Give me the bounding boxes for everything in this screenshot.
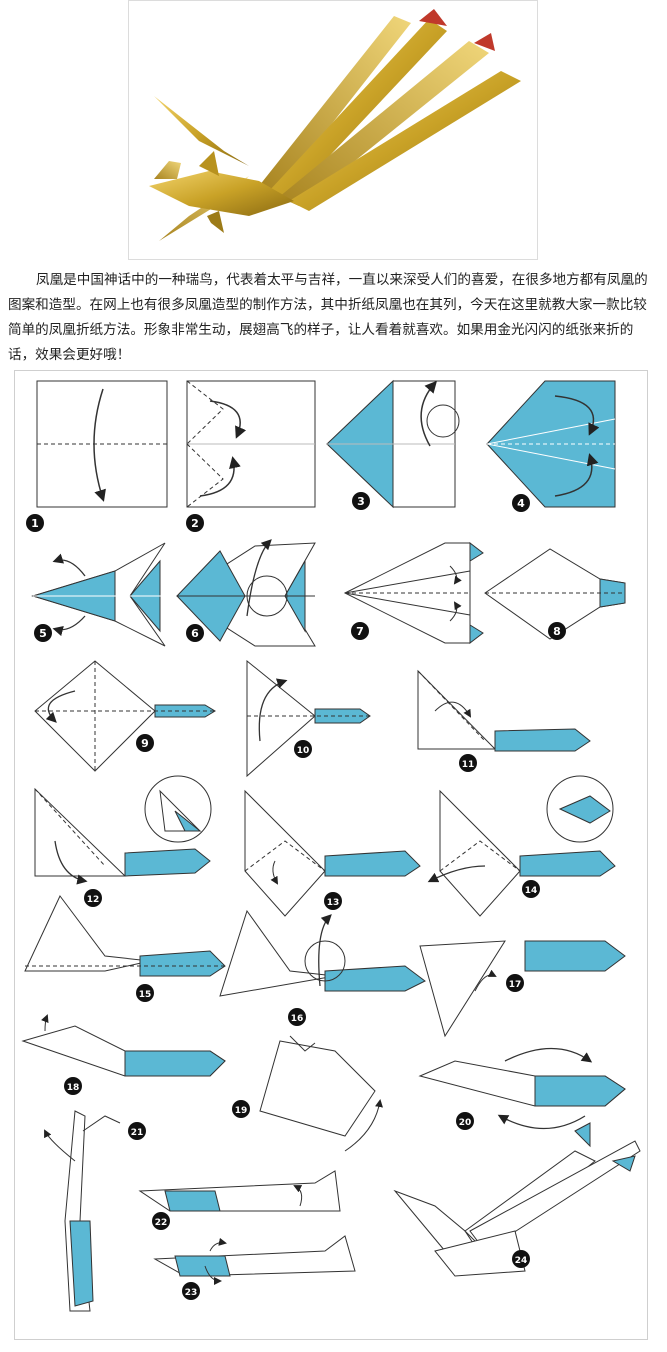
step-number-9: 9 (141, 737, 149, 750)
step-9-figure (34, 660, 216, 772)
step-24-figure (393, 1122, 641, 1277)
step-21-figure (44, 1110, 121, 1312)
step-badge (128, 1122, 146, 1140)
hero-photo (128, 0, 538, 260)
step-number-19: 19 (235, 1106, 248, 1116)
step-badge (26, 514, 44, 532)
step-number-24: 24 (515, 1256, 528, 1266)
step-number-23: 23 (185, 1288, 198, 1298)
step-number-22: 22 (155, 1218, 168, 1228)
step-number-3: 3 (357, 495, 365, 508)
step-badge (324, 892, 342, 910)
step-badge (182, 1282, 200, 1300)
step-badge (136, 984, 154, 1002)
step-number-10: 10 (297, 746, 310, 756)
step-badge (352, 492, 370, 510)
step-number-15: 15 (139, 990, 152, 1000)
step-number-14: 14 (525, 886, 538, 896)
step-12-figure (34, 775, 212, 885)
step-4-figure (486, 380, 616, 508)
step-badge (232, 1100, 250, 1118)
step-19-figure (259, 1035, 383, 1152)
step-16-figure (219, 909, 426, 997)
step-6-figure (176, 539, 316, 647)
step-7-figure (343, 541, 484, 645)
step-number-6: 6 (191, 627, 199, 640)
step-18-figure (21, 1014, 226, 1077)
step-10-figure (246, 659, 371, 778)
step-20-figure (418, 1047, 626, 1130)
step-5-figure (31, 542, 166, 647)
step-3-figure (326, 379, 460, 509)
step-badge (512, 494, 530, 512)
step-number-8: 8 (553, 625, 561, 638)
step-22-figure (138, 1170, 341, 1212)
step-badge (186, 624, 204, 642)
step-badge (152, 1212, 170, 1230)
step-badge (548, 622, 566, 640)
intro-paragraph: 凤凰是中国神话中的一种瑞鸟，代表着太平与吉祥，一直以来深受人们的喜爱，在很多地方… (8, 272, 648, 363)
step-number-11: 11 (462, 760, 475, 770)
step-badge (294, 740, 312, 758)
step-badge (64, 1077, 82, 1095)
step-badge (456, 1112, 474, 1130)
step-badge (288, 1008, 306, 1026)
step-badge (459, 754, 477, 772)
step-number-21: 21 (131, 1128, 144, 1138)
step-13-figure (244, 789, 421, 917)
step-17-figure (419, 940, 626, 1038)
step-11-figure (417, 669, 591, 752)
step-number-16: 16 (291, 1014, 304, 1024)
step-number-17: 17 (509, 980, 522, 990)
step-badge (351, 622, 369, 640)
step-number-1: 1 (31, 517, 39, 530)
step-badge (186, 514, 204, 532)
step-badge (136, 734, 154, 752)
step-badge (34, 624, 52, 642)
step-badge (506, 974, 524, 992)
step-number-7: 7 (356, 625, 364, 638)
step-number-13: 13 (327, 898, 340, 908)
step-2-figure (186, 380, 316, 508)
step-number-2: 2 (191, 517, 199, 530)
step-badge (512, 1250, 530, 1268)
step-14-figure (427, 775, 616, 917)
step-1-figure (36, 380, 168, 508)
step-number-18: 18 (67, 1083, 80, 1093)
step-badge (84, 889, 102, 907)
step-number-12: 12 (87, 895, 100, 905)
step-23-figure (153, 1235, 356, 1285)
step-15-figure (24, 895, 226, 977)
gold-phoenix-illustration (149, 9, 521, 241)
step-badge (522, 880, 540, 898)
step-number-5: 5 (39, 627, 47, 640)
step-number-4: 4 (517, 497, 525, 510)
step-number-20: 20 (459, 1118, 472, 1128)
